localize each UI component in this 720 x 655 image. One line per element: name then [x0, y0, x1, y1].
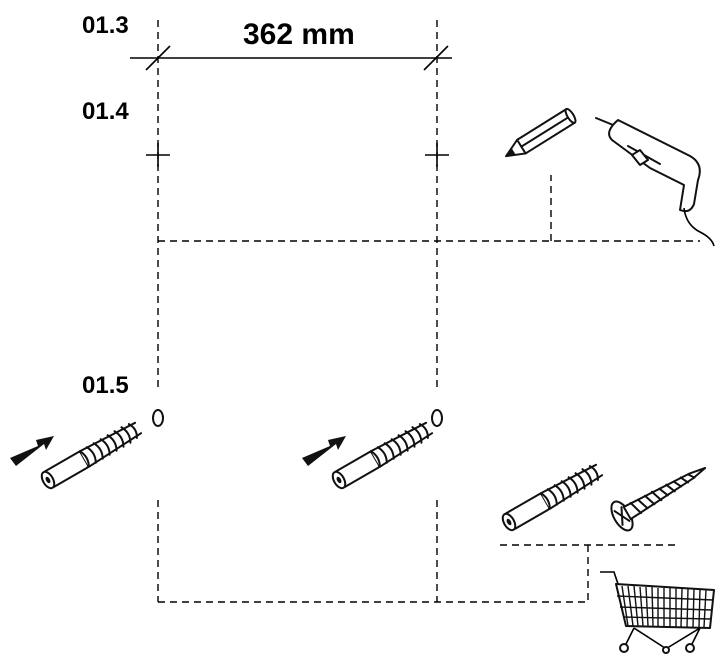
step-label-01-4: 01.4 [82, 98, 129, 125]
arrow-right-icon [10, 436, 54, 466]
dimension-line [130, 45, 452, 71]
drill-mark-left [146, 143, 170, 167]
hole-right [431, 409, 443, 427]
parts-connector [158, 545, 589, 603]
wall-plug-icon [40, 421, 143, 490]
drill-mark-right [425, 143, 449, 167]
step-label-01-3: 01.3 [82, 12, 129, 39]
pencil-icon [505, 107, 577, 158]
step-label-01-5: 01.5 [82, 372, 129, 399]
wall-plug-icon [331, 421, 434, 490]
shopping-cart-icon [600, 571, 715, 654]
drill-icon [595, 117, 715, 247]
wall-plug-icon [501, 463, 604, 532]
hole-left [152, 409, 164, 427]
arrow-right-icon [302, 436, 346, 466]
dimension-label: 362 mm [243, 18, 355, 51]
screw-icon [610, 467, 707, 532]
